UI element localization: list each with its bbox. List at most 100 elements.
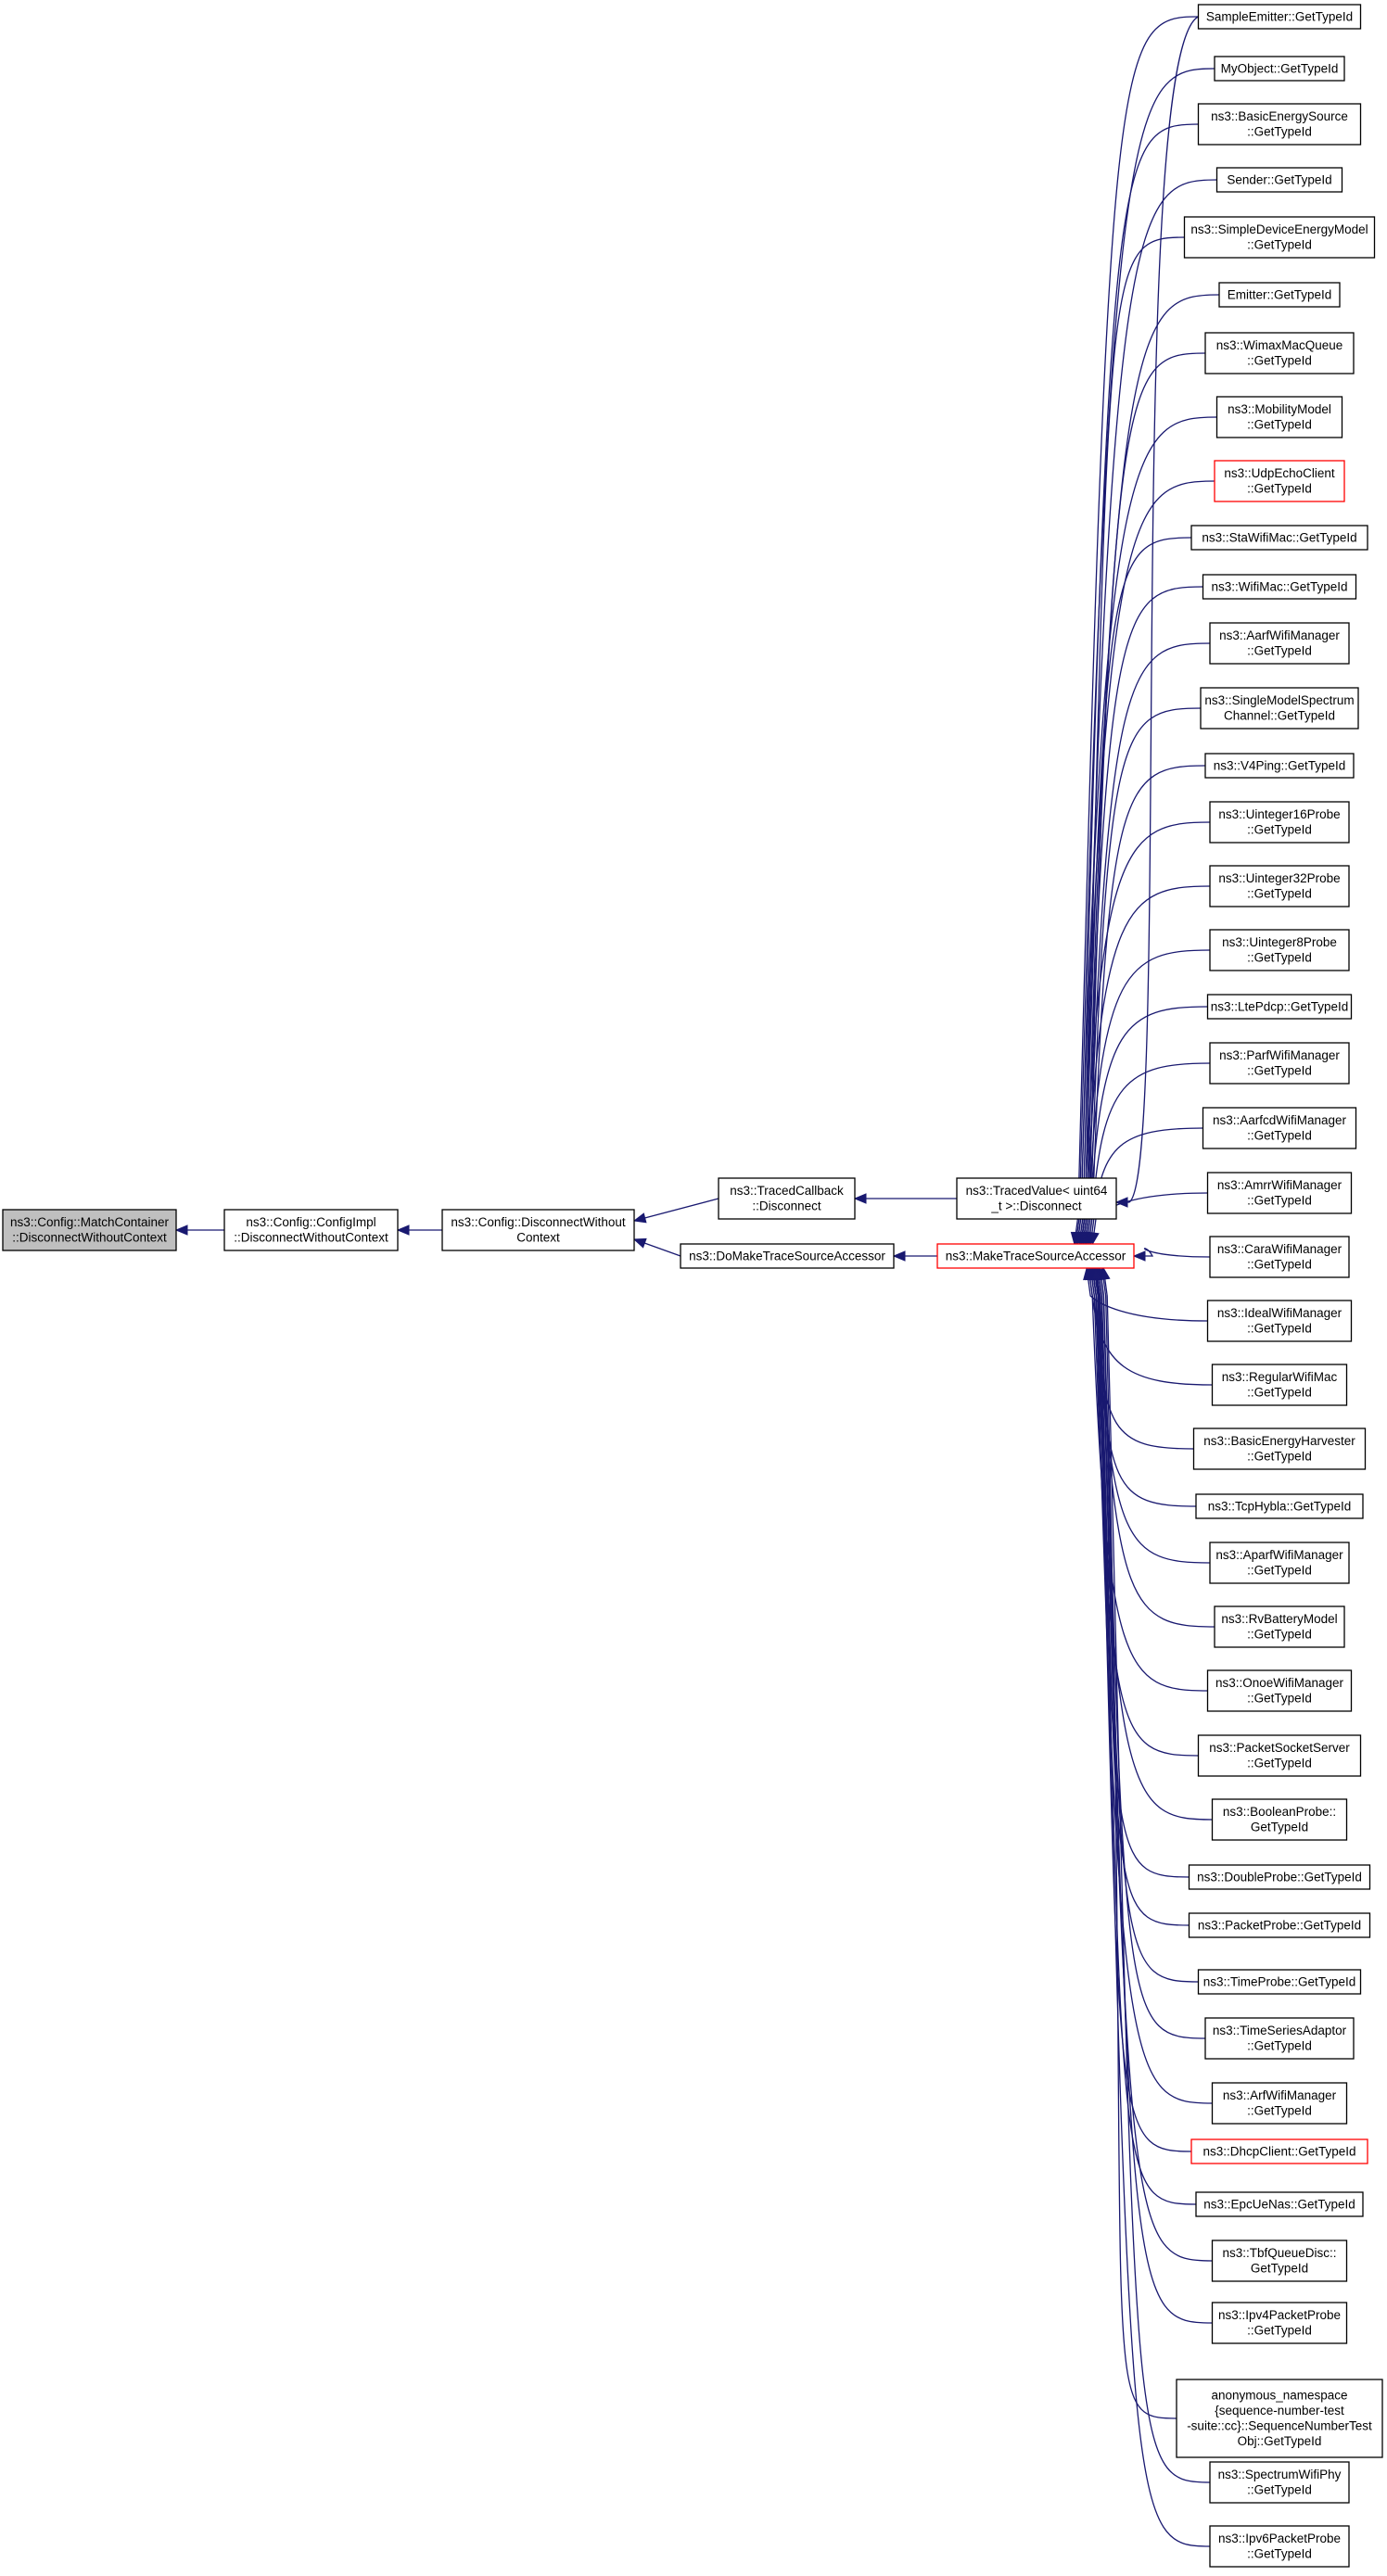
arrowhead [892,1250,906,1262]
graph-node[interactable]: ns3::V4Ping::GetTypeId [1204,753,1355,779]
graph-node[interactable]: ns3::PacketProbe::GetTypeId [1188,1912,1371,1938]
graph-node[interactable]: ns3::RegularWifiMac::GetTypeId [1211,1364,1348,1406]
graph-node[interactable]: ns3::SimpleDeviceEnergyModel::GetTypeId [1183,216,1376,259]
node-label: ns3::DoubleProbe::GetTypeId [1197,1870,1362,1884]
node-label: ns3::Uinteger8Probe [1222,935,1337,949]
graph-node[interactable]: SampleEmitter::GetTypeId [1197,4,1362,30]
graph-node[interactable]: ns3::DoMakeTraceSourceAccessor [680,1243,895,1269]
graph-node[interactable]: ns3::RvBatteryModel::GetTypeId [1214,1605,1345,1648]
node-box [223,1209,399,1251]
node-label: _t >::Disconnect [990,1199,1081,1213]
graph-node[interactable]: ns3::MobilityModel::GetTypeId [1215,396,1343,438]
node-label: ns3::WimaxMacQueue [1216,338,1343,352]
edge-line [1097,1267,1213,2262]
graph-node[interactable]: ns3::SingleModelSpectrumChannel::GetType… [1200,687,1359,730]
node-box [1209,1042,1350,1085]
graph-node[interactable]: ns3::TbfQueueDisc::GetTypeId [1211,2240,1348,2282]
graph-node[interactable]: Sender::GetTypeId [1215,167,1343,193]
node-box [1190,2138,1368,2164]
graph-node[interactable]: ns3::LtePdcp::GetTypeId [1206,994,1353,1020]
graph-node[interactable]: ns3::UdpEchoClient::GetTypeId [1214,460,1345,502]
graph-node[interactable]: ns3::TracedValue< uint64_t >::Disconnect [956,1177,1117,1220]
node-box [1197,1734,1362,1777]
node-label: ::DisconnectWithoutContext [234,1231,388,1245]
node-label: ns3::OnoeWifiManager [1215,1676,1344,1690]
node-box [1215,396,1343,438]
node-box [1215,167,1343,193]
node-box [1176,2379,1383,2458]
graph-node[interactable]: ns3::BasicEnergySource::GetTypeId [1197,103,1362,146]
node-label: ns3::TimeSeriesAdaptor [1213,2024,1347,2037]
node-box [1209,801,1350,844]
graph-edge [1091,1266,1211,2547]
graph-node[interactable]: ns3::AarfWifiManager::GetTypeId [1209,622,1350,665]
node-label: ns3::CaraWifiManager [1217,1242,1342,1256]
node-box [1211,2082,1348,2125]
graph-node[interactable]: anonymous_namespace{sequence-number-test… [1176,2379,1383,2458]
node-label: ::GetTypeId [1247,887,1312,901]
graph-node[interactable]: ns3::Ipv4PacketProbe::GetTypeId [1211,2302,1348,2344]
graph-node[interactable]: ns3::TracedCallback::Disconnect [718,1177,856,1220]
node-box [1211,1798,1348,1841]
node-label: GetTypeId [1251,2262,1308,2276]
graph-node[interactable]: ns3::Config::DisconnectWithoutContext [441,1209,635,1251]
graph-node[interactable]: ns3::TimeSeriesAdaptor::GetTypeId [1204,2017,1355,2060]
graph-node[interactable]: ns3::DhcpClient::GetTypeId [1190,2138,1368,2164]
node-box [1195,2191,1364,2217]
graph-node[interactable]: ns3::PacketSocketServer::GetTypeId [1197,1734,1362,1777]
graph-node[interactable]: ns3::BasicEnergyHarvester::GetTypeId [1192,1428,1367,1470]
node-label: ns3::AarfcdWifiManager [1213,1113,1347,1127]
arrowhead [1114,1197,1128,1208]
graph-node[interactable]: ns3::WifiMac::GetTypeId [1202,574,1357,600]
node-label: ns3::Ipv4PacketProbe [1218,2308,1341,2322]
node-label: ns3::TimeProbe::GetTypeId [1203,1974,1356,1988]
graph-node[interactable]: ns3::AarfcdWifiManager::GetTypeId [1202,1107,1357,1149]
graph-node[interactable]: MyObject::GetTypeId [1214,56,1345,82]
node-label: Obj::GetTypeId [1238,2434,1322,2448]
node-label: Channel::GetTypeId [1224,709,1335,723]
edge-line [1095,1267,1190,1926]
edge-line [1080,821,1211,1245]
graph-edge [1114,16,1199,1208]
edge-line [1094,1267,1211,2547]
node-box [1218,282,1341,308]
graph-node[interactable]: ns3::CaraWifiManager::GetTypeId [1209,1236,1350,1278]
node-label: ns3::ArfWifiManager [1223,2088,1337,2102]
graph-node[interactable]: ns3::TcpHybla::GetTypeId [1195,1493,1364,1519]
node-label: ::GetTypeId [1247,418,1312,432]
graph-node[interactable]: ns3::Ipv6PacketProbe::GetTypeId [1209,2525,1350,2568]
graph-node[interactable]: ns3::BooleanProbe::GetTypeId [1211,1798,1348,1841]
node-label: Emitter::GetTypeId [1228,287,1332,301]
node-label: ::GetTypeId [1247,1194,1312,1208]
graph-node[interactable]: ns3::Config::ConfigImpl::DisconnectWitho… [223,1209,399,1251]
graph-node[interactable]: ns3::Uinteger16Probe::GetTypeId [1209,801,1350,844]
edge-line [1084,642,1211,1245]
graph-node[interactable]: ns3::Uinteger32Probe::GetTypeId [1209,865,1350,907]
graph-node[interactable]: ns3::DoubleProbe::GetTypeId [1188,1864,1371,1890]
edge-line [1078,179,1217,1245]
node-box [1206,1300,1353,1342]
graph-node[interactable]: ns3::ArfWifiManager::GetTypeId [1211,2082,1348,2125]
node-label: ::GetTypeId [1247,1757,1312,1770]
node-box [1202,574,1357,600]
graph-node[interactable]: ns3::MakeTraceSourceAccessor [936,1243,1135,1269]
graph-node[interactable]: ns3::AmrrWifiManager::GetTypeId [1206,1172,1353,1214]
graph-node[interactable]: ns3::ParfWifiManager::GetTypeId [1209,1042,1350,1085]
graph-node[interactable]: ns3::OnoeWifiManager::GetTypeId [1206,1669,1353,1712]
node-box [1188,1864,1371,1890]
edge-line [1088,1267,1208,1692]
graph-node[interactable]: ns3::Uinteger8Probe::GetTypeId [1209,929,1350,971]
graph-node[interactable]: ns3::StaWifiMac::GetTypeId [1190,525,1368,551]
graph-node[interactable]: ns3::IdealWifiManager::GetTypeId [1206,1300,1353,1342]
node-label: ns3::TcpHybla::GetTypeId [1208,1499,1352,1513]
graph-node[interactable]: ns3::AparfWifiManager::GetTypeId [1209,1542,1350,1584]
graph-node[interactable]: Emitter::GetTypeId [1218,282,1341,308]
graph-node[interactable]: ns3::TimeProbe::GetTypeId [1197,1969,1362,1995]
graph-node[interactable]: ns3::SpectrumWifiPhy::GetTypeId [1209,2461,1350,2504]
edge-line [1076,416,1217,1245]
graph-node[interactable]: ns3::WimaxMacQueue::GetTypeId [1204,332,1355,374]
node-label: ns3::Config::MatchContainer [10,1215,170,1229]
edge-line [1080,537,1192,1245]
graph-node[interactable]: ns3::EpcUeNas::GetTypeId [1195,2191,1364,2217]
edge-line [1099,1267,1206,2039]
